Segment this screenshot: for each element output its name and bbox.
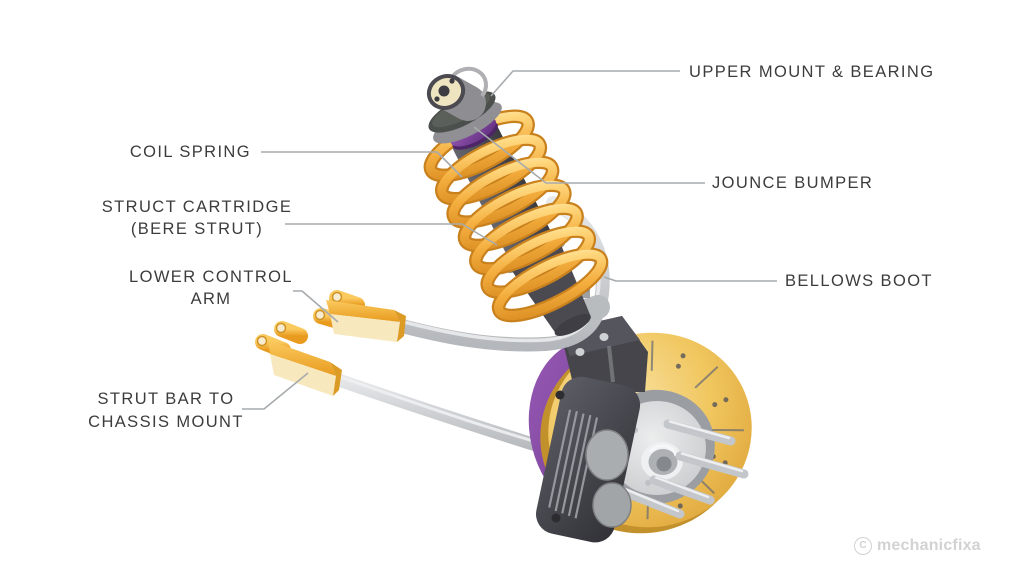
upper-mount-bearing-graphic bbox=[426, 66, 488, 121]
watermark: C mechanicfixa bbox=[854, 537, 981, 555]
label-bellows-boot: BELLOWS BOOT bbox=[785, 272, 933, 290]
leader-jounce-bumper bbox=[473, 126, 705, 184]
strut-bar-bracket-graphic bbox=[255, 321, 342, 396]
label-jounce-bumper: JOUNCE BUMPER bbox=[712, 174, 874, 192]
leader-lower-control-arm bbox=[293, 290, 339, 323]
leader-strut-bar bbox=[242, 372, 309, 410]
strut-and-spring-graphic bbox=[423, 91, 609, 336]
wheel-studs-graphic bbox=[619, 419, 749, 519]
copyright-icon: C bbox=[854, 537, 872, 555]
leader-coil-spring bbox=[261, 151, 463, 178]
brake-caliper-graphic bbox=[536, 376, 641, 543]
label-upper-mount-bearing: UPPER MOUNT & BEARING bbox=[689, 63, 935, 81]
leader-strut-cartridge bbox=[285, 223, 498, 246]
leader-bellows-boot bbox=[603, 276, 777, 282]
strut-bar-rod-graphic bbox=[326, 371, 565, 459]
bellows-boot-graphic bbox=[510, 243, 591, 334]
label-strut-cartridge: STRUCT CARTRIDGE (BERE STRUT) bbox=[101, 198, 293, 238]
label-lower-control-arm: LOWER CONTROL ARM bbox=[129, 268, 293, 308]
label-strut-bar: STRUT BAR TO CHASSIS MOUNT bbox=[88, 390, 244, 431]
label-coil-spring: COIL SPRING bbox=[129, 143, 251, 161]
watermark-brand: mechanicfixa bbox=[877, 537, 981, 554]
coil-spring-graphic bbox=[423, 109, 609, 323]
leader-lines bbox=[242, 70, 777, 410]
leader-upper-mount bbox=[490, 70, 680, 97]
lower-control-arm-graphic bbox=[313, 290, 406, 342]
